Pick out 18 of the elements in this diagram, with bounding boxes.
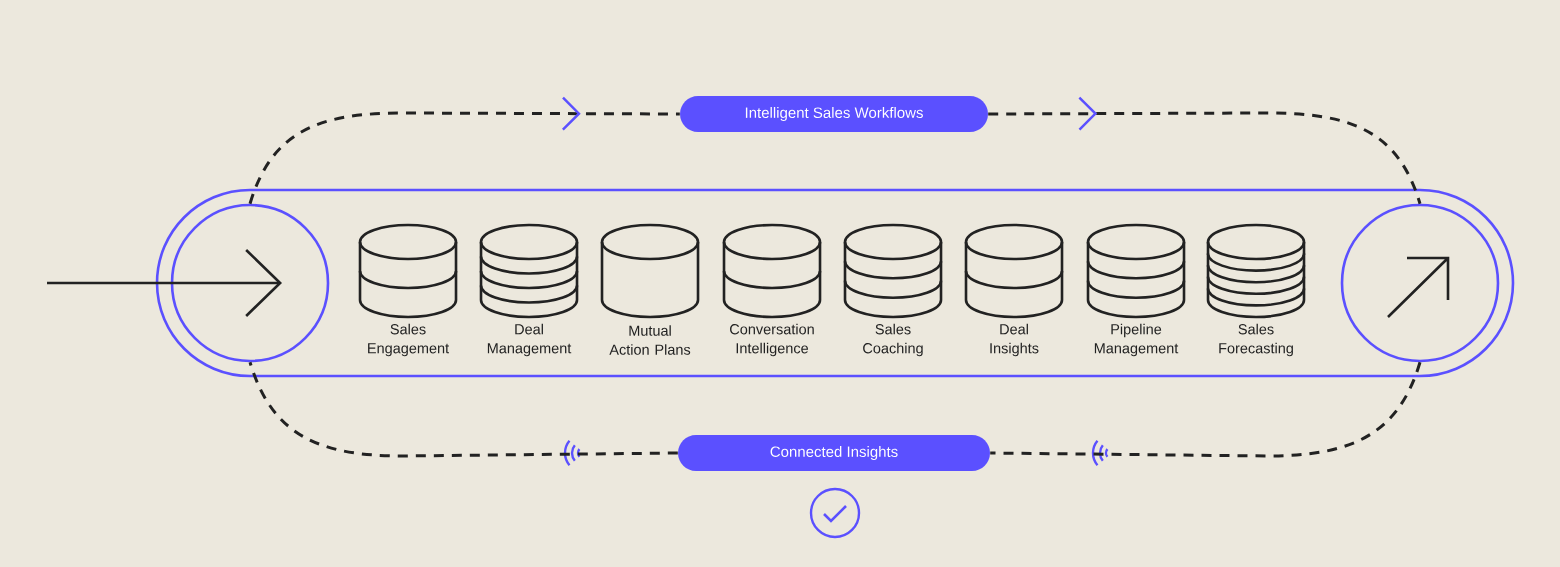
dashed-connector (248, 361, 678, 458)
label-pill: Intelligent Sales Workflows (680, 96, 988, 132)
dashed-connector (988, 96, 1422, 205)
circle (170, 203, 330, 363)
circle (1340, 203, 1500, 363)
arrow (47, 249, 282, 317)
item-label: Deal Management (487, 323, 572, 357)
item-label: Sales Engagement (368, 323, 449, 357)
item-label: Sales Forecasting (1219, 323, 1293, 357)
dashed-connector (990, 361, 1422, 458)
item-label: Conversation Intelligence (730, 323, 814, 357)
dashed-connector (248, 96, 680, 205)
item-label: Mutual Action Plans (609, 325, 691, 355)
item-label: Sales Coaching (863, 323, 923, 357)
item-label: Deal Insights (990, 323, 1039, 357)
band-outline (155, 188, 1515, 378)
item-label: Pipeline Management (1094, 323, 1179, 357)
label-pill: Connected Insights (678, 435, 990, 471)
